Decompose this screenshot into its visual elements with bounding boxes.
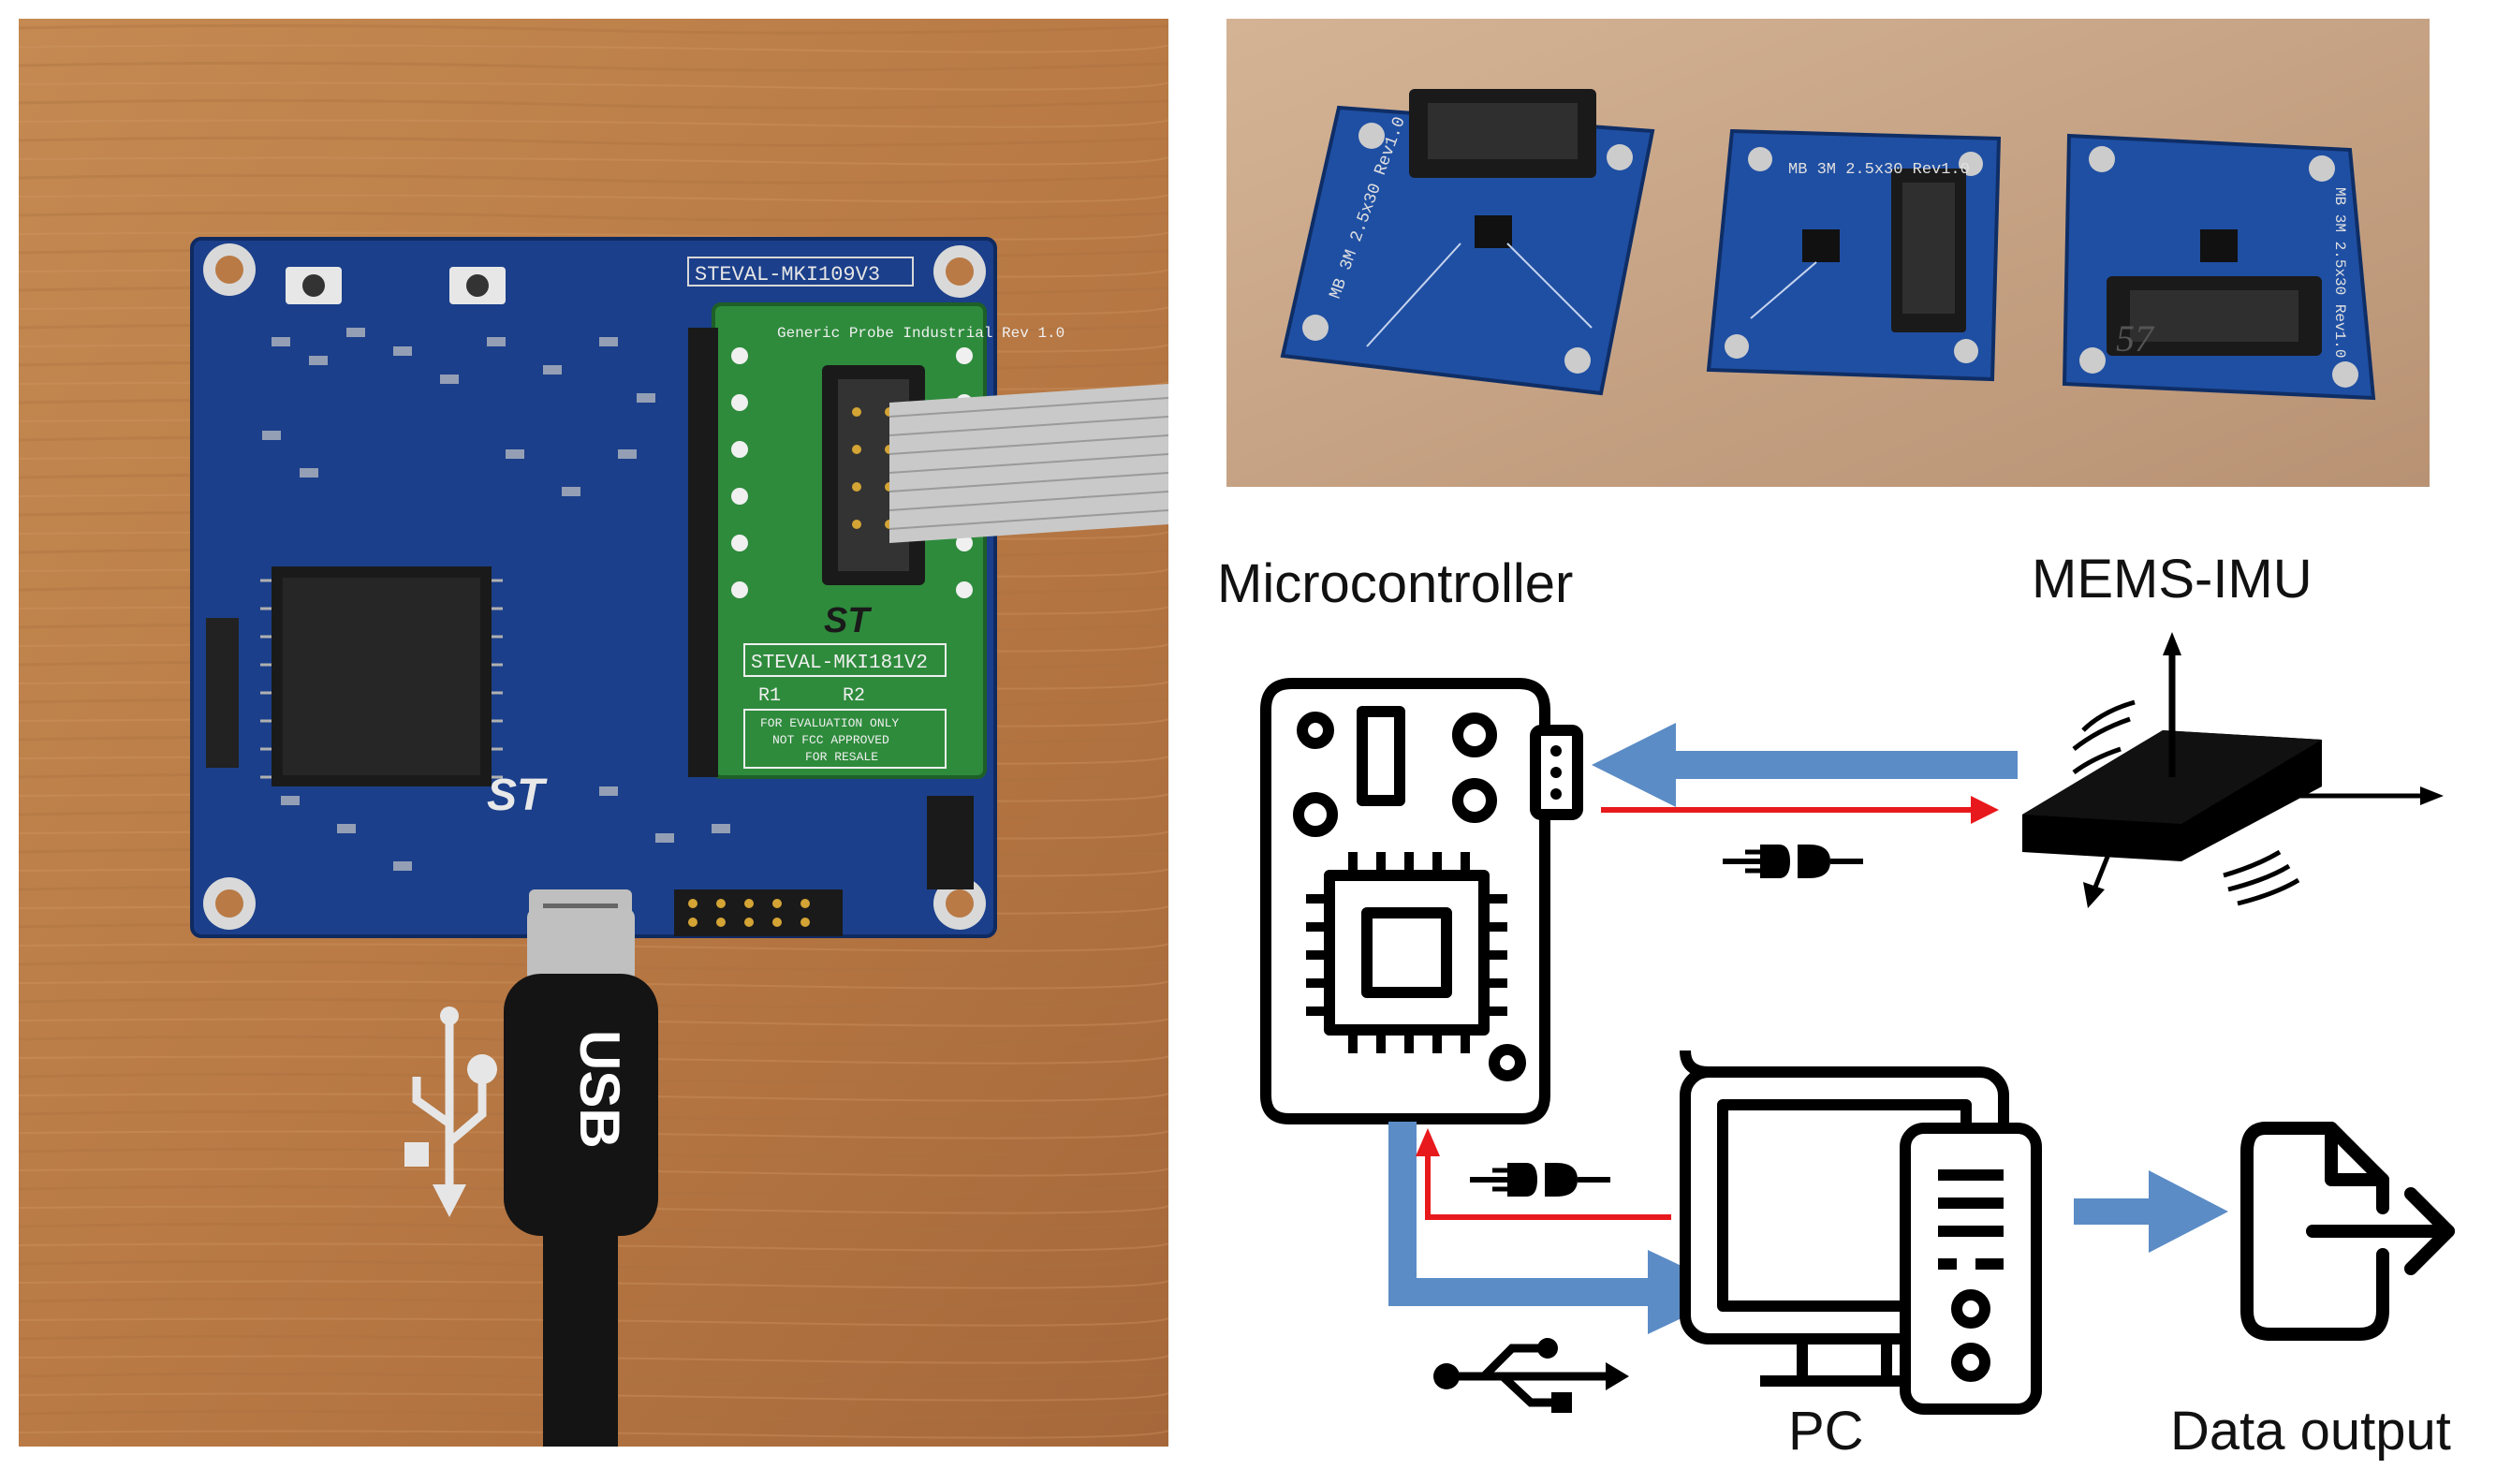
adapter-note-2: NOT FCC APPROVED: [772, 733, 889, 747]
usb-icon: [404, 1006, 497, 1217]
imu-to-mcu-data-arrow: [1592, 723, 2018, 807]
pc-icon: [1680, 1050, 2042, 1415]
mems-imu-label: MEMS-IMU: [2032, 549, 2313, 610]
probe-boards-photo: MB 3M 2.5x30 Rev1.0 MB 3M 2.5x30 Rev1.0 …: [1226, 19, 2430, 487]
adapter-note-1: FOR EVALUATION ONLY: [760, 716, 899, 730]
probe-board-1: MB 3M 2.5x30 Rev1.0: [1280, 89, 1655, 396]
adapter-note-3: FOR RESALE: [805, 750, 878, 764]
usb-cable: USB: [504, 908, 658, 1447]
system-diagram-svg: [1260, 632, 2455, 1415]
evaluation-board-illustration: STEVAL-MKI109V3 ST: [19, 19, 1168, 1447]
svg-text:ST: ST: [824, 601, 872, 640]
microcontroller-icon: [1260, 678, 1583, 1124]
microcontroller-label: Microcontroller: [1217, 553, 1574, 614]
evaluation-board-photo: STEVAL-MKI109V3 ST: [19, 19, 1168, 1447]
r1-label: R1: [758, 685, 781, 707]
pc-label: PC: [1788, 1401, 1864, 1462]
adapter-header: Generic Probe Industrial Rev 1.0: [777, 325, 1065, 342]
board-label: STEVAL-MKI109V3: [695, 263, 880, 287]
pc-to-output-data-arrow: [2074, 1170, 2228, 1253]
probe-board-2-text: MB 3M 2.5x30 Rev1.0: [1788, 161, 1970, 179]
probe-board-3-handwritten: 57: [2116, 317, 2155, 360]
pc-to-mcu-power-arrow: [1416, 1128, 1671, 1220]
imu-chip-icon: [2022, 632, 2444, 908]
usb-diagram-icon: [1433, 1338, 1629, 1413]
r2-label: R2: [843, 685, 865, 707]
data-output-label: Data output: [2170, 1401, 2451, 1462]
ribbon-cable: [888, 384, 1168, 543]
data-output-icon: [2240, 1122, 2455, 1341]
probe-boards-illustration: MB 3M 2.5x30 Rev1.0 MB 3M 2.5x30 Rev1.0 …: [1226, 19, 2430, 487]
probe-board-3: 57 MB 3M 2.5x30 Rev1.0: [2062, 133, 2376, 401]
power-plug-icon-bottom: [1470, 1163, 1610, 1197]
probe-board-2: MB 3M 2.5x30 Rev1.0: [1706, 128, 2002, 382]
mcu-to-imu-power-arrow: [1601, 796, 1999, 824]
probe-board-3-text: MB 3M 2.5x30 Rev1.0: [2331, 187, 2348, 358]
usb-cable-label: USB: [568, 1030, 631, 1149]
svg-text:ST: ST: [487, 771, 548, 820]
power-plug-icon: [1723, 845, 1863, 878]
system-diagram: [1198, 506, 2511, 1484]
adapter-label: STEVAL-MKI181V2: [751, 653, 928, 674]
